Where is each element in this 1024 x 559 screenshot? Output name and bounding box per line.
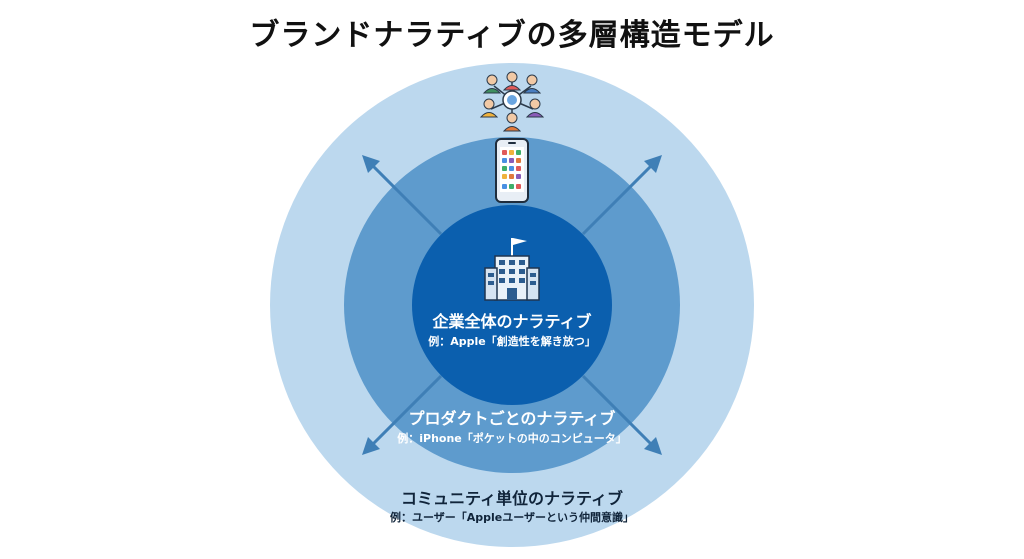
inner-circle [412, 205, 612, 405]
company-building-icon [484, 238, 540, 301]
outer-layer-name: コミュニティ単位のナラティブ [400, 489, 624, 508]
inner-layer-name: 企業全体のナラティブ [432, 312, 592, 331]
diagram-title: ブランドナラティブの多層構造モデル [249, 18, 775, 53]
arrow-down-left [370, 374, 443, 447]
inner-layer-example: 例：Apple「創造性を解き放つ」 [428, 335, 596, 348]
middle-layer-example: 例：iPhone「ポケットの中のコンピュータ」 [397, 432, 627, 445]
outer-layer-example: 例：ユーザー「Appleユーザーという仲間意識」 [389, 511, 635, 524]
arrow-up-left [370, 163, 443, 236]
arrow-down-right [581, 374, 654, 447]
middle-layer-name: プロダクトごとのナラティブ [408, 409, 616, 428]
expansion-arrows [362, 155, 662, 455]
user-community-icon [479, 71, 545, 132]
smartphone-icon [495, 138, 529, 203]
arrow-up-right [581, 163, 654, 236]
